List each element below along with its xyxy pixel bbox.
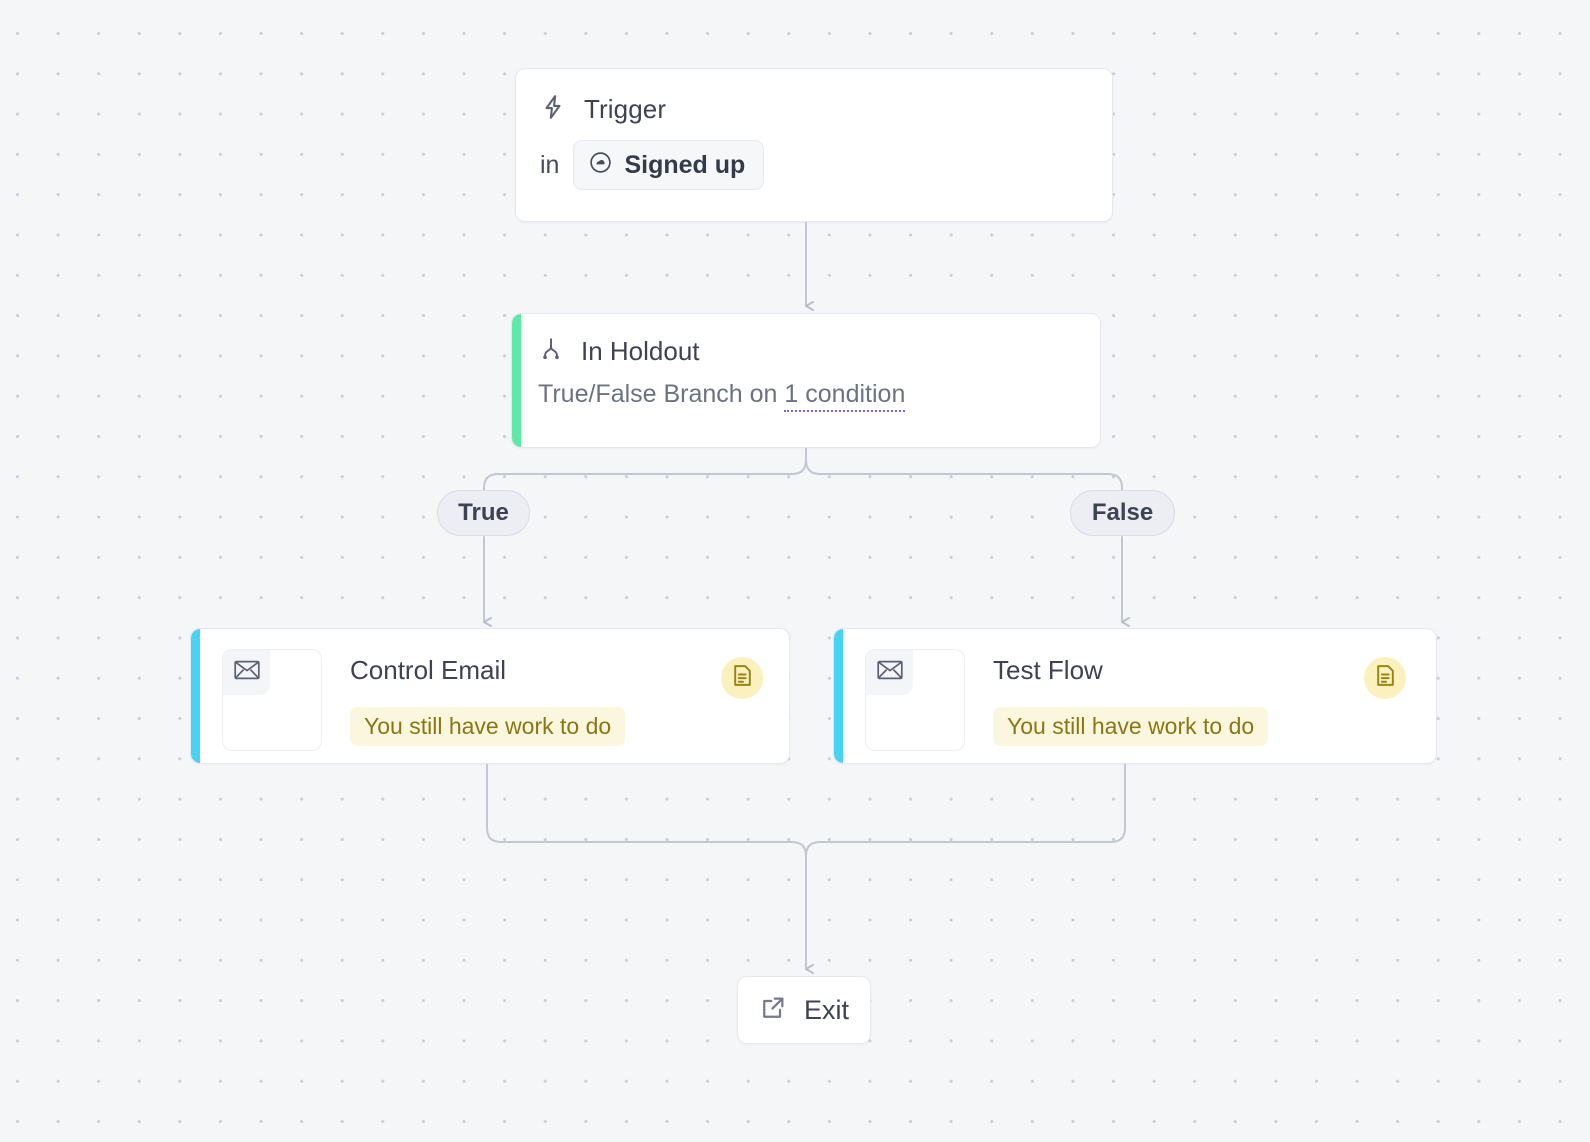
external-link-icon	[759, 994, 787, 1027]
holdout-description: True/False Branch on 1 condition	[538, 380, 1074, 412]
trigger-event-chip[interactable]: Signed up	[573, 140, 765, 190]
exit-label: Exit	[803, 994, 849, 1025]
holdout-accent-bar	[512, 314, 521, 447]
test-flow-document-badge[interactable]	[1364, 657, 1406, 699]
trigger-subrow: in Signed up	[540, 140, 1088, 190]
exit-node[interactable]: Exit	[737, 976, 871, 1044]
control-email-document-badge[interactable]	[721, 657, 763, 699]
trigger-event-label: Signed up	[624, 150, 746, 179]
test-flow-body: Test Flow You still have work to do	[843, 629, 1436, 763]
control-email-node[interactable]: Control Email You still have work to do	[190, 628, 790, 764]
control-email-status: You still have work to do	[350, 707, 626, 746]
envelope-icon	[233, 660, 260, 685]
lightning-bolt-icon	[540, 92, 566, 127]
test-flow-node[interactable]: Test Flow You still have work to do	[833, 628, 1437, 764]
test-flow-status: You still have work to do	[993, 707, 1269, 746]
control-email-title: Control Email	[350, 655, 507, 685]
document-icon	[1375, 664, 1396, 692]
trigger-in-label: in	[540, 150, 560, 179]
envelope-icon-box	[866, 650, 913, 695]
trigger-header: Trigger	[540, 87, 1088, 131]
control-email-accent-bar	[191, 629, 200, 763]
control-email-body: Control Email You still have work to do	[200, 629, 789, 763]
branch-label-true[interactable]: True	[437, 490, 530, 536]
branch-label-false[interactable]: False	[1070, 490, 1175, 536]
test-flow-title: Test Flow	[993, 655, 1103, 685]
in-holdout-node[interactable]: In Holdout True/False Branch on 1 condit…	[511, 313, 1101, 448]
branch-split-icon	[538, 335, 564, 368]
trigger-node[interactable]: Trigger in Signed up	[515, 68, 1113, 222]
test-flow-thumbnail[interactable]	[865, 649, 965, 751]
cloud-circle-icon	[588, 150, 613, 180]
holdout-description-prefix: True/False Branch on	[538, 380, 785, 408]
test-flow-accent-bar	[834, 629, 843, 763]
envelope-icon-box	[223, 650, 270, 695]
holdout-title: In Holdout	[581, 335, 700, 366]
envelope-icon	[876, 660, 903, 685]
holdout-condition-link[interactable]: 1 condition	[784, 380, 906, 412]
control-email-thumbnail[interactable]	[222, 649, 322, 751]
document-icon	[732, 664, 753, 692]
holdout-header: In Holdout	[538, 330, 1074, 372]
trigger-title: Trigger	[584, 93, 667, 124]
